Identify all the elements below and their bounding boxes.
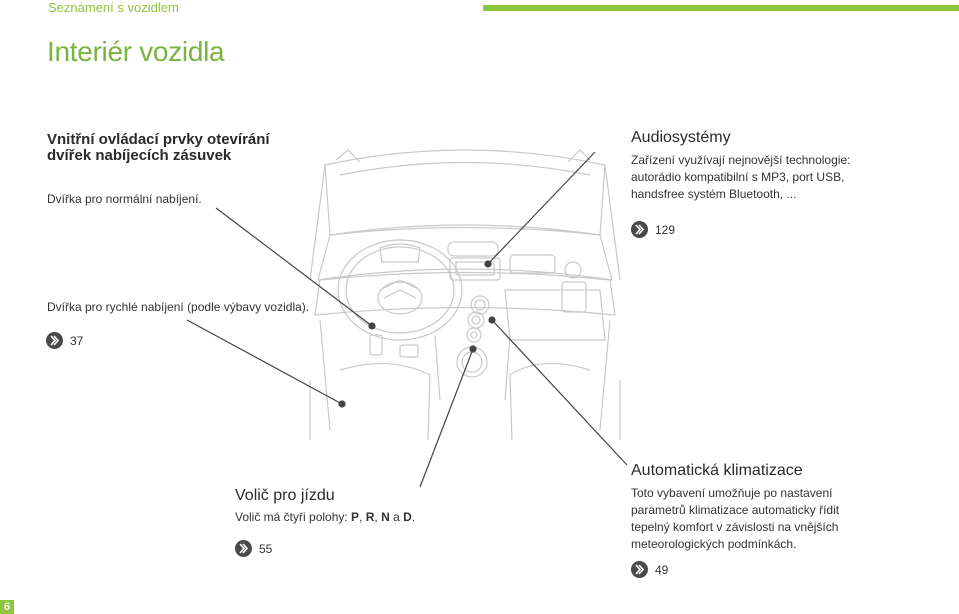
fast-charge-text: Dvířka pro rychlé nabíjení (podle výbavy…	[47, 300, 310, 314]
page-ref-number: 49	[655, 562, 669, 577]
audio-line2: autorádio kompatibilní s MP3, port USB,	[631, 170, 845, 184]
page-ref-arrow-icon	[631, 221, 648, 238]
header-accent-bar	[483, 5, 959, 11]
audio-line3: handsfree systém Bluetooth, ...	[631, 187, 797, 201]
climate-page-ref[interactable]: 49	[631, 561, 668, 578]
audio-heading: Audiosystémy	[631, 129, 731, 146]
page-ref-number: 37	[70, 333, 84, 348]
charge-door-heading-line1: Vnitřní ovládací prvky otevírání	[47, 131, 270, 148]
selector-text: Volič má čtyři polohy: P, R, N a D.	[235, 510, 416, 524]
page-ref-arrow-icon	[46, 332, 63, 349]
charge-door-page-ref[interactable]: 37	[46, 332, 83, 349]
page-ref-number: 55	[259, 541, 273, 556]
climate-line2: parametrů klimatizace automaticky řídit	[631, 503, 840, 517]
page-ref-arrow-icon	[631, 561, 648, 578]
page-title: Interiér vozidla	[47, 36, 225, 67]
audio-page-ref[interactable]: 129	[631, 221, 675, 238]
selector-heading: Volič pro jízdu	[235, 487, 335, 504]
chapter-title: Seznámení s vozidlem	[48, 0, 179, 15]
charge-door-heading-line2: dvířek nabíjecích zásuvek	[47, 147, 232, 164]
page-ref-number: 129	[655, 222, 676, 237]
audio-line1: Zařízení využívají nejnovější technologi…	[631, 153, 851, 167]
page-ref-arrow-icon	[235, 540, 252, 557]
climate-line1: Toto vybavení umožňuje po nastavení	[631, 486, 833, 500]
dashboard-illustration	[309, 149, 621, 440]
climate-line4: meteorologických podmínkách.	[631, 537, 797, 551]
page-number: 6	[0, 600, 14, 614]
selector-page-ref[interactable]: 55	[235, 540, 272, 557]
normal-charge-text: Dvířka pro normální nabíjení.	[47, 192, 202, 206]
climate-line3: tepelný komfort v závislosti na vnějších	[631, 520, 839, 534]
climate-heading: Automatická klimatizace	[631, 462, 803, 479]
